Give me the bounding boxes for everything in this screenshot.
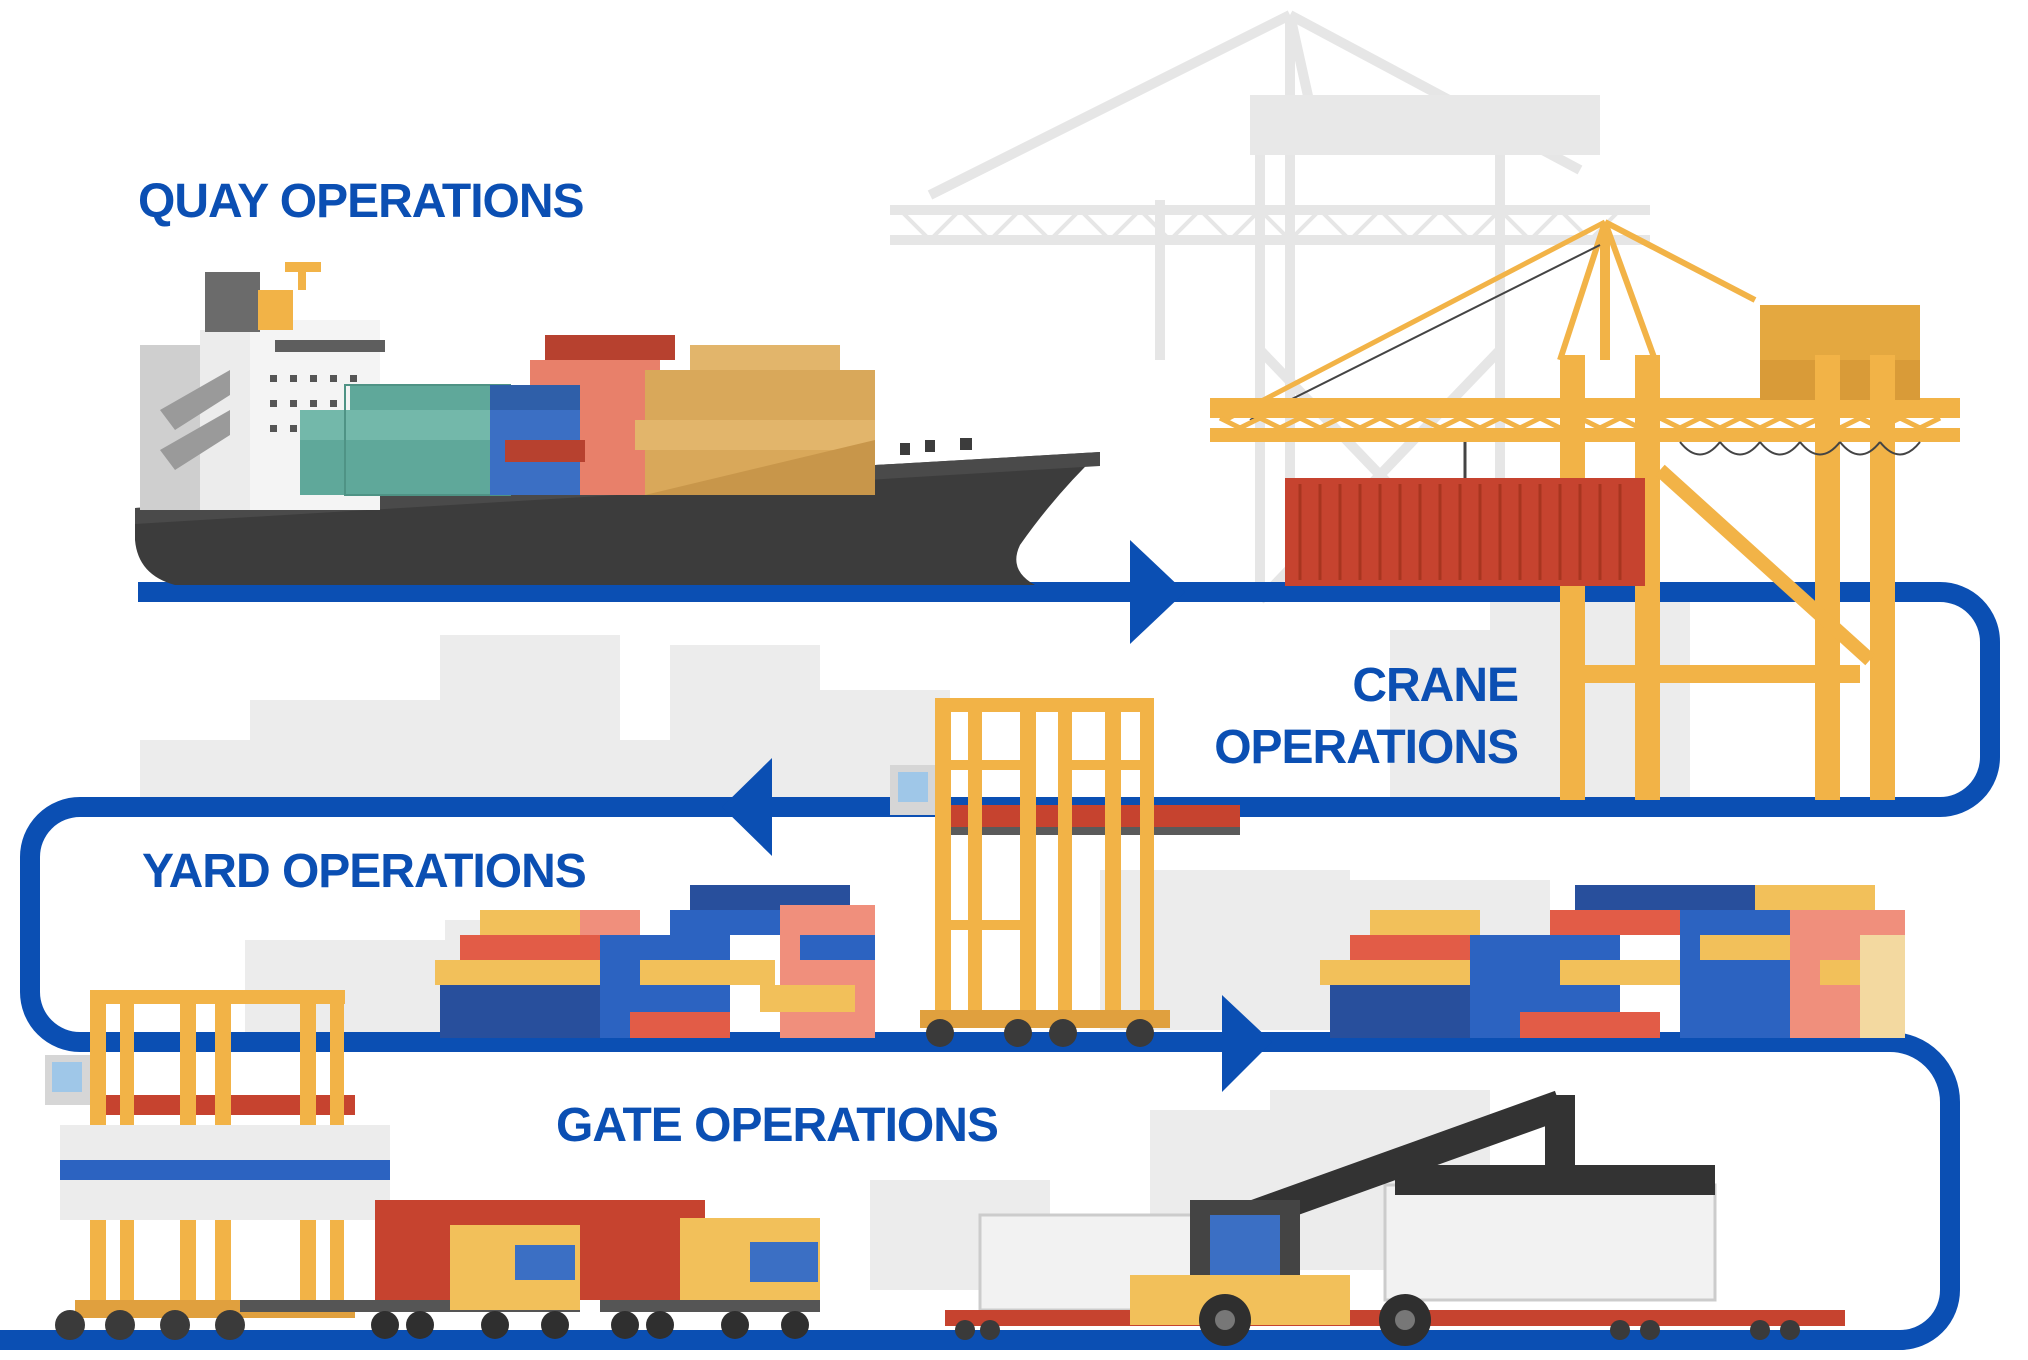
reach-stacker-icon — [1130, 1090, 1715, 1346]
yard-operations-label: YARD OPERATIONS — [142, 845, 587, 898]
container-stack-icon — [300, 335, 875, 496]
crane-operations-label-line2: OPERATIONS — [1214, 721, 1519, 774]
container-stack-icon — [435, 885, 875, 1038]
ship-to-shore-crane-icon — [1210, 219, 1960, 800]
container-truck-icon — [600, 1218, 820, 1339]
rubber-tyred-gantry-crane-icon — [45, 990, 390, 1340]
container-ship-icon — [135, 262, 1100, 585]
flow-arrow-icon — [1222, 995, 1272, 1092]
flow-arrow-icon — [1130, 540, 1185, 644]
gate-operations-label: GATE OPERATIONS — [556, 1099, 999, 1152]
rubber-tyred-gantry-crane-icon — [890, 698, 1240, 1047]
crane-operations-label-line1: CRANE — [1352, 659, 1519, 712]
background-crane-truss — [898, 207, 1622, 243]
quay-operations-label: QUAY OPERATIONS — [138, 175, 585, 228]
flow-path — [0, 582, 2000, 1350]
hanging-container — [1285, 478, 1645, 586]
container-stack-icon — [1320, 885, 1905, 1038]
flow-arrow-icon — [722, 758, 772, 856]
background-crane-house — [1250, 95, 1600, 155]
container-truck-icon — [240, 1200, 705, 1339]
crane-operations-label: CRANE OPERATIONS — [1214, 655, 1519, 779]
